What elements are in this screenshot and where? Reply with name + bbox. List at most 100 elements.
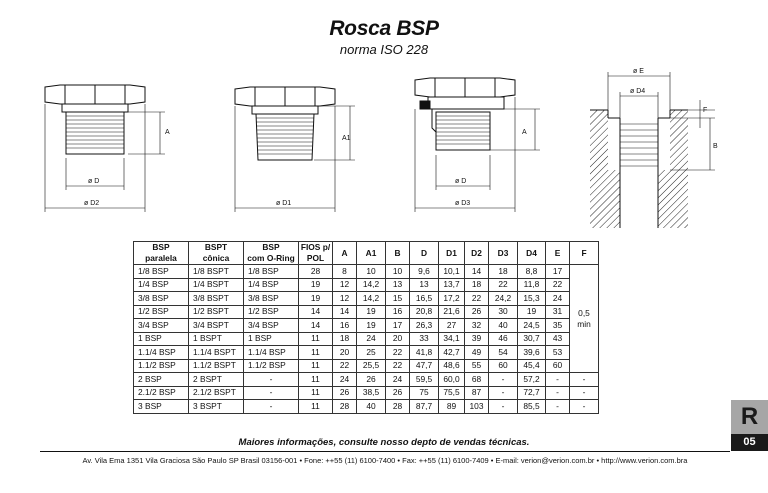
table-cell: 13,7 <box>438 277 465 292</box>
table-cell: 8 <box>332 264 357 279</box>
table-cell: 31 <box>545 304 570 319</box>
table-cell: 49 <box>464 345 489 360</box>
table-cell: 17 <box>545 264 570 279</box>
table-cell: 26 <box>464 304 489 319</box>
table-cell: 87 <box>464 385 489 400</box>
table-cell: 24,5 <box>517 318 546 333</box>
table-cell: 22 <box>332 358 357 373</box>
table-cell: 3/8 BSPT <box>188 291 244 306</box>
table-cell: 11 <box>298 345 333 360</box>
table-cell: 20 <box>385 331 410 346</box>
drawing-female-port <box>590 72 715 228</box>
table-cell: 53 <box>545 345 570 360</box>
col-header-fios: FIOS p/POL <box>298 241 333 265</box>
table-cell: 72,7 <box>517 385 546 400</box>
table-cell: 54 <box>488 345 518 360</box>
table-cell: 3/4 BSP <box>243 318 299 333</box>
table-cell: 1/4 BSP <box>243 277 299 292</box>
table-cell: 48,6 <box>438 358 465 373</box>
col-header-b: B <box>385 241 410 265</box>
table-cell: 26 <box>356 372 386 387</box>
table-cell: 32 <box>464 318 489 333</box>
table-cell: 46 <box>488 331 518 346</box>
table-cell: - <box>488 372 518 387</box>
table-cell: 1.1/4 BSP <box>243 345 299 360</box>
table-cell: 1/8 BSPT <box>188 264 244 279</box>
table-cell: 19 <box>298 277 333 292</box>
table-cell: 18 <box>332 331 357 346</box>
table-cell: 11,8 <box>517 277 546 292</box>
table-cell: 22 <box>545 277 570 292</box>
table-cell: 26 <box>385 385 410 400</box>
col-header-d3: D3 <box>488 241 518 265</box>
table-cell: 3/4 BSPT <box>188 318 244 333</box>
table-cell: 87,7 <box>409 399 439 414</box>
table-cell: 17 <box>385 318 410 333</box>
table-cell: 43 <box>545 331 570 346</box>
table-cell: 33 <box>409 331 439 346</box>
col-header-d: D <box>409 241 439 265</box>
table-cell: 18 <box>488 264 518 279</box>
table-cell: 41,8 <box>409 345 439 360</box>
table-cell: 39 <box>464 331 489 346</box>
table-cell: - <box>569 372 599 387</box>
section-tab-number: 05 <box>731 434 768 451</box>
table-cell: 1/4 BSP <box>133 277 189 292</box>
table-cell: 14 <box>332 304 357 319</box>
footer-address: Av. Vila Ema 1351 Vila Graciosa São Paul… <box>82 456 688 465</box>
dim-a1-label: A1 <box>342 135 351 142</box>
table-cell: 24 <box>385 372 410 387</box>
table-cell: 103 <box>464 399 489 414</box>
drawing-bsp-oring <box>414 77 540 212</box>
col-header-a: A <box>332 241 357 265</box>
table-cell: 15,3 <box>517 291 546 306</box>
table-cell: 19 <box>356 304 386 319</box>
table-cell: 14,2 <box>356 277 386 292</box>
table-cell: 14 <box>464 264 489 279</box>
col-header-d2: D2 <box>464 241 489 265</box>
dim-a-label: A <box>165 129 170 136</box>
table-cell: 75 <box>409 385 439 400</box>
col-header-f: F <box>569 241 599 265</box>
table-cell: 21,6 <box>438 304 465 319</box>
table-cell: 16 <box>385 304 410 319</box>
table-cell: 11 <box>298 372 333 387</box>
table-cell: 8,8 <box>517 264 546 279</box>
table-cell: - <box>545 399 570 414</box>
table-cell: 3/8 BSP <box>133 291 189 306</box>
table-cell: 60 <box>488 358 518 373</box>
table-cell: 26,3 <box>409 318 439 333</box>
table-cell: 59,5 <box>409 372 439 387</box>
table-cell: 1.1/2 BSPT <box>188 358 244 373</box>
dim-a-label-2: A <box>522 129 527 136</box>
col-header-a1: A1 <box>356 241 386 265</box>
table-cell: - <box>569 399 599 414</box>
table-cell: 12 <box>332 291 357 306</box>
table-cell: 19 <box>517 304 546 319</box>
col-header-e: E <box>545 241 570 265</box>
table-cell: 1 BSP <box>133 331 189 346</box>
table-cell: 24,2 <box>488 291 518 306</box>
section-tab-letter: R <box>731 400 768 434</box>
table-cell: 1/2 BSP <box>133 304 189 319</box>
table-cell: 10,1 <box>438 264 465 279</box>
table-cell: - <box>243 372 299 387</box>
table-cell: 10 <box>356 264 386 279</box>
drawing-bspt-conica <box>234 86 355 212</box>
table-cell: 19 <box>356 318 386 333</box>
table-cell: - <box>545 372 570 387</box>
table-cell: 26 <box>332 385 357 400</box>
table-cell: - <box>488 399 518 414</box>
table-cell: 30 <box>488 304 518 319</box>
drawing-bsp-paralela <box>44 84 165 212</box>
table-cell: 11 <box>298 331 333 346</box>
table-cell: 22 <box>464 291 489 306</box>
